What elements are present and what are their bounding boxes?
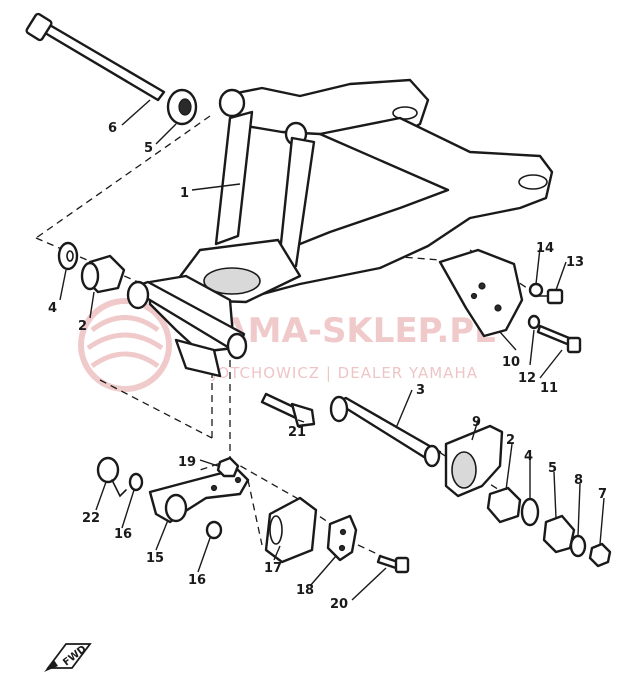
pivot-shaft — [25, 12, 166, 102]
callout-2-right: 2 — [506, 433, 515, 448]
bushing-left — [80, 254, 126, 294]
bolt-11 — [536, 324, 582, 354]
callout-10: 10 — [502, 355, 520, 370]
callout-4-left: 4 — [48, 301, 57, 316]
callout-12: 12 — [518, 371, 536, 386]
swingarm-frame — [126, 78, 554, 378]
fwd-direction-badge: FWD — [44, 643, 92, 672]
callout-2-left: 2 — [78, 319, 87, 334]
forward-arrow-icon — [44, 660, 58, 672]
callout-22: 22 — [82, 511, 100, 526]
watermark-title: YAMA-SKLEP.PL — [199, 311, 496, 351]
leader-lines — [59, 99, 605, 601]
washer-16-bottom — [205, 520, 223, 540]
callout-20: 20 — [330, 597, 348, 612]
callout-19: 19 — [178, 455, 196, 470]
watermark: YAMA-SKLEP.PL JOTCHOWICZ | DEALER YAMAHA — [78, 298, 496, 392]
spring-22 — [96, 456, 127, 498]
bolt-21 — [260, 392, 316, 428]
collar-shaft — [329, 395, 442, 468]
bushing-block-17 — [264, 496, 318, 564]
callout-14: 14 — [536, 241, 554, 256]
callout-4-right: 4 — [524, 449, 533, 464]
callout-11: 11 — [540, 381, 558, 396]
watermark-subtitle: JOTCHOWICZ | DEALER YAMAHA — [211, 364, 478, 382]
callout-3: 3 — [416, 383, 425, 398]
callout-8: 8 — [574, 473, 583, 488]
callout-1: 1 — [180, 186, 189, 201]
bearing-right — [542, 514, 576, 554]
washer-right — [520, 497, 540, 527]
washer-12 — [527, 314, 541, 330]
callout-16-bottom: 16 — [188, 573, 206, 588]
plate-18 — [326, 514, 358, 562]
callout-13: 13 — [566, 255, 584, 270]
washer-8 — [569, 534, 587, 558]
callout-17: 17 — [264, 561, 282, 576]
washer-left — [57, 241, 79, 271]
washer-16-top — [128, 472, 144, 492]
nut-14 — [528, 282, 544, 298]
arm-bracket-9 — [444, 424, 504, 498]
bolt-13 — [537, 288, 564, 305]
callout-18: 18 — [296, 583, 314, 598]
callout-7: 7 — [598, 487, 607, 502]
nut-7 — [588, 542, 612, 568]
callout-15: 15 — [146, 551, 164, 566]
callout-6: 6 — [108, 121, 117, 136]
nut-19 — [216, 456, 240, 478]
watermark-logo-icon — [78, 298, 172, 392]
bolt-20 — [376, 554, 410, 574]
bearing-top — [166, 88, 198, 126]
callout-numbers: 6 5 1 4 2 14 13 10 12 11 3 21 9 2 4 5 8 … — [48, 121, 607, 612]
bushing-right — [486, 486, 522, 524]
callout-9: 9 — [472, 415, 481, 430]
callout-21: 21 — [288, 425, 306, 440]
callout-5-right: 5 — [548, 461, 557, 476]
relay-arm-15 — [148, 468, 250, 524]
callout-5-top: 5 — [144, 141, 153, 156]
callout-16-top: 16 — [114, 527, 132, 542]
